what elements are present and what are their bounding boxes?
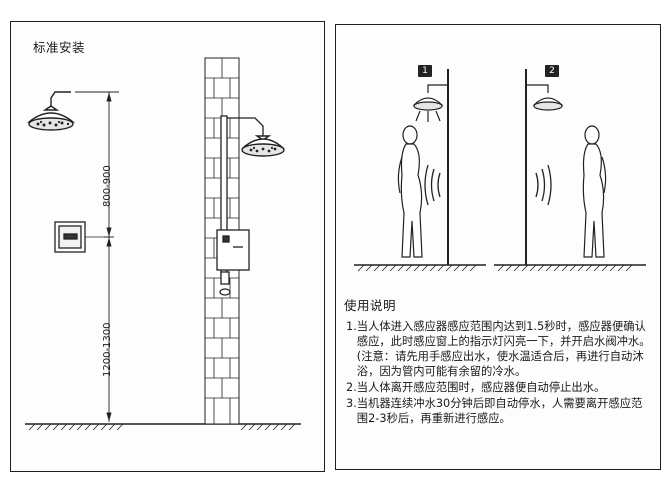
scene-badge-1: 1 — [418, 65, 432, 77]
scene-1 — [354, 69, 486, 272]
step-text: 当机器连续冲水30分钟后即自动停水，人需要离开感应范围2-3秒后，再重新进行感应… — [356, 397, 643, 425]
installation-title: 标准安装 — [33, 40, 86, 55]
step-text: 当人体进入感应器感应范围内达到1.5秒时，感应器便确认感应，此时感应窗上的指示灯… — [356, 320, 651, 378]
shower-head-icon — [27, 91, 75, 131]
usage-panel: 1 2 — [335, 24, 661, 470]
shower-column-icon — [216, 115, 264, 296]
installation-drawing — [25, 57, 301, 431]
usage-steps: 1. 当人体进入感应器感应范围内达到1.5秒时，感应器便确认感应，此时感应窗上的… — [346, 319, 652, 427]
scene-2 — [494, 69, 646, 272]
step-text: 当人体离开感应范围时，感应器便自动停止出水。 — [356, 381, 606, 394]
usage-step: 3. 当机器连续冲水30分钟后即自动停水，人需要离开感应范围2-3秒后，再重新进… — [346, 396, 652, 426]
scene-badge-2: 2 — [545, 65, 559, 77]
person-icon — [582, 125, 607, 258]
dimension-line — [75, 91, 119, 422]
usage-step: 2. 当人体离开感应范围时，感应器便自动停止出水。 — [346, 380, 652, 395]
column-shower-head-icon — [241, 135, 285, 157]
floor — [25, 423, 301, 431]
person-icon — [397, 125, 423, 258]
sensor-box-icon — [54, 221, 111, 253]
step-number: 2. — [346, 381, 357, 394]
usage-step: 1. 当人体进入感应器感应范围内达到1.5秒时，感应器便确认感应，此时感应窗上的… — [346, 319, 652, 379]
usage-title: 使用说明 — [344, 298, 397, 313]
dim-label-lower: 1200-1300 — [102, 322, 113, 377]
sensor-wave-icon — [535, 164, 552, 206]
installation-panel: 标准安装 — [10, 21, 325, 472]
sensor-wave-icon — [424, 164, 441, 206]
step-number: 1. — [346, 320, 357, 333]
step-number: 3. — [346, 397, 357, 410]
usage-illustration — [354, 69, 646, 272]
dim-label-upper: 800-900 — [102, 165, 113, 207]
